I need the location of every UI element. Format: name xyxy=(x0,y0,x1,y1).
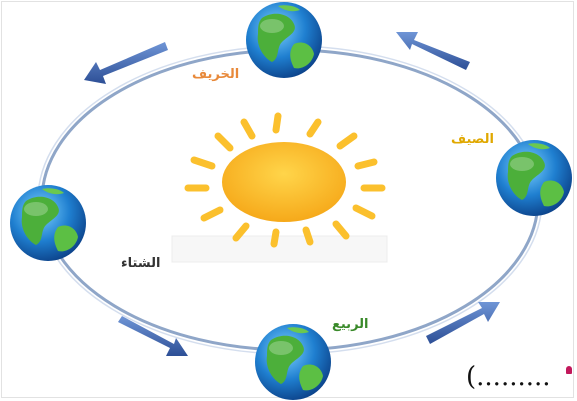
sun-caption-box xyxy=(172,236,387,262)
earth-icon xyxy=(246,2,322,78)
season-label-spring: الربيع xyxy=(329,316,372,334)
season-label-summer: الصيف xyxy=(448,131,497,149)
pink-mark xyxy=(566,366,572,374)
arrow-icon xyxy=(118,316,188,356)
earth-icon xyxy=(496,140,572,216)
answer-blank[interactable]: (......... xyxy=(466,362,551,392)
season-label-autumn: الخريف xyxy=(189,66,242,84)
earth-icon xyxy=(255,324,331,400)
arrow-icon xyxy=(84,42,168,84)
earth-icon xyxy=(10,185,86,261)
season-label-winter: الشتاء xyxy=(118,255,163,273)
